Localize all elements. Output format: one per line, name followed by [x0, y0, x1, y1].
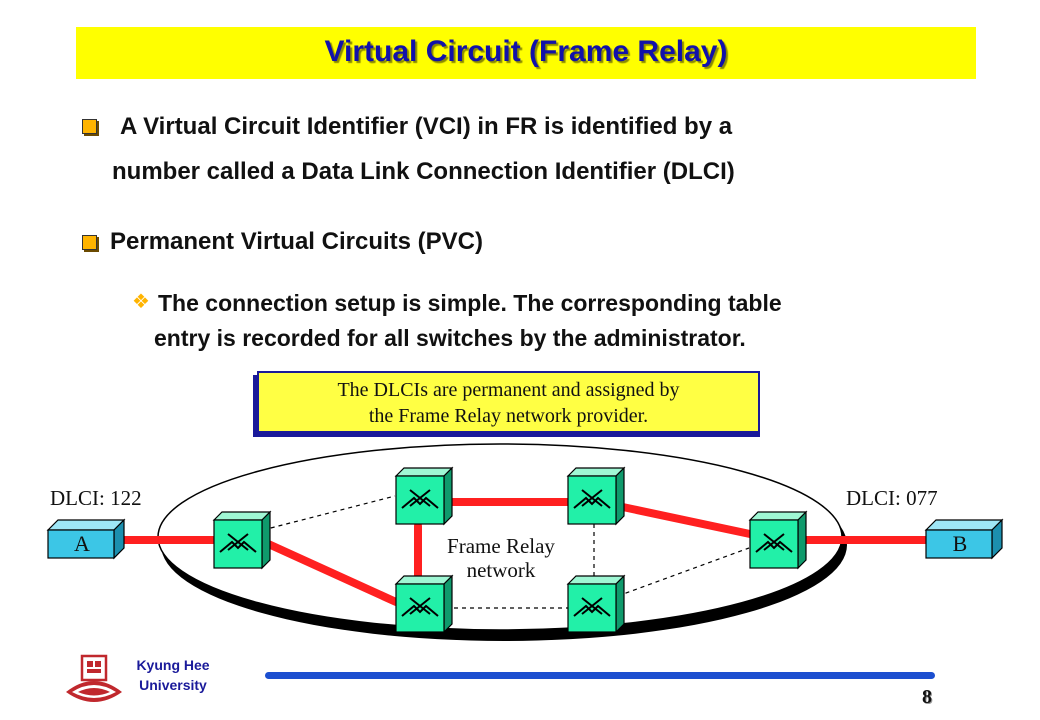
network-label-line-1: Frame Relay: [447, 534, 555, 558]
callout-box: The DLCIs are permanent and assigned by …: [257, 371, 760, 433]
host-b-label: B: [952, 531, 968, 556]
university-line-2: University: [139, 677, 207, 693]
right-dlci-label: DLCI: 077: [846, 486, 938, 510]
dashed-links: [262, 495, 750, 609]
host-a-box: [46, 518, 126, 560]
bullet-2: Permanent Virtual Circuits (PVC): [110, 228, 483, 255]
university-name: Kyung Hee University: [118, 655, 228, 695]
university-logo-icon: [66, 654, 122, 702]
square-bullet-icon: [82, 235, 97, 250]
network-drawing: [46, 443, 1004, 641]
network-label-line-2: network: [466, 558, 536, 582]
university-line-1: Kyung Hee: [136, 657, 210, 673]
switch-icon: [566, 574, 626, 634]
red-link: [260, 538, 400, 606]
footer-divider: [265, 672, 935, 679]
bullet-1-line-1: A Virtual Circuit Identifier (VCI) in FR…: [120, 113, 733, 140]
host-b-box: [924, 518, 1004, 560]
page-number: 8: [922, 686, 932, 708]
switch-icon: [748, 510, 808, 570]
switch-icon: [212, 510, 272, 570]
callout-line-2: the Frame Relay network provider.: [368, 405, 649, 427]
title-bar: Virtual Circuit (Frame Relay): [76, 27, 976, 79]
frame-relay-diagram: DLCI: 122 DLCI: 077 A B Frame Relay netw…: [0, 440, 1040, 655]
bullet-1-line-2: number called a Data Link Connection Ide…: [112, 158, 735, 185]
callout-line-1: The DLCIs are permanent and assigned by: [337, 379, 680, 401]
sub-bullet-line-2: entry is recorded for all switches by th…: [154, 325, 746, 351]
switches: [212, 466, 808, 634]
sub-bullet-line-1: The connection setup is simple. The corr…: [158, 290, 782, 316]
slide-title: Virtual Circuit (Frame Relay): [324, 35, 728, 68]
square-bullet-icon: [82, 119, 97, 134]
pvc-path: [114, 498, 929, 606]
network-label: Frame Relay network: [426, 534, 576, 582]
diamond-bullet-icon: ❖: [132, 291, 150, 313]
left-dlci-label: DLCI: 122: [50, 486, 142, 510]
switch-icon: [566, 466, 626, 526]
switch-icon: [394, 574, 454, 634]
host-a-label: A: [74, 531, 90, 556]
dashed-link: [262, 495, 396, 531]
red-link: [614, 502, 754, 538]
switch-icon: [394, 466, 454, 526]
